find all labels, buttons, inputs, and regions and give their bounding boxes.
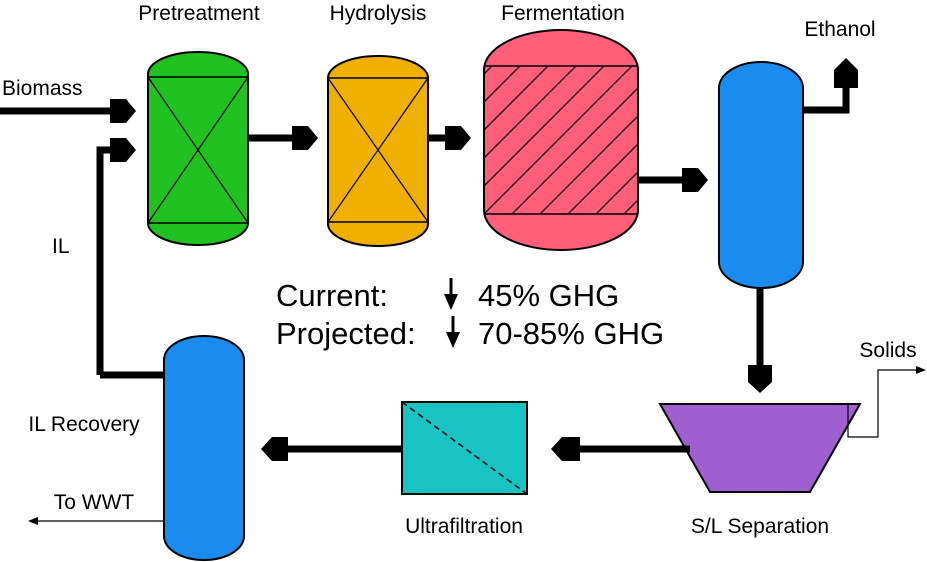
ghg-projected-arrow bbox=[446, 316, 460, 348]
separation-arrowhead bbox=[748, 365, 772, 393]
recovery-arrowhead bbox=[261, 437, 288, 461]
il-recycle-line bbox=[96, 146, 118, 375]
pretreatment-reactor bbox=[147, 51, 249, 246]
solids-label: Solids bbox=[859, 339, 916, 362]
ghg-current-value: 45% GHG bbox=[478, 278, 619, 313]
sl-separation-label: S/L Separation bbox=[691, 515, 829, 538]
sl-separation-unit bbox=[658, 403, 862, 493]
to-wwt-arrowhead bbox=[28, 517, 38, 525]
ultrafiltration-arrowhead bbox=[551, 437, 580, 461]
biomass-label: Biomass bbox=[2, 77, 83, 100]
distillation-column bbox=[718, 61, 804, 289]
il-arrowhead bbox=[110, 138, 136, 162]
ultrafiltration-unit bbox=[401, 401, 528, 495]
to-wwt-label: To WWT bbox=[54, 491, 135, 514]
fermentation-hatching bbox=[484, 66, 638, 214]
thin-arrowheads bbox=[28, 366, 926, 525]
pretreatment-label: Pretreatment bbox=[138, 2, 260, 25]
fermentation-tank bbox=[483, 29, 639, 251]
distillation-arrowhead bbox=[682, 168, 708, 192]
ultrafiltration-label: Ultrafiltration bbox=[405, 515, 523, 538]
ethanol-arrowhead bbox=[834, 58, 858, 88]
hydrolysis-reactor bbox=[327, 55, 429, 247]
il-recovery-column bbox=[163, 335, 245, 561]
hydrolysis-arrowhead bbox=[292, 126, 318, 150]
ethanol-line bbox=[803, 80, 850, 114]
il-recovery-label: IL Recovery bbox=[28, 413, 140, 436]
ghg-projected-label: Projected: bbox=[276, 316, 416, 351]
solids-arrowhead bbox=[916, 366, 926, 374]
ghg-current-arrow bbox=[444, 278, 458, 310]
ghg-projected-value: 70-85% GHG bbox=[478, 316, 664, 351]
fermentation-label: Fermentation bbox=[501, 2, 625, 25]
fermentation-arrowhead bbox=[445, 126, 471, 150]
ethanol-label: Ethanol bbox=[804, 18, 875, 41]
hydrolysis-label: Hydrolysis bbox=[330, 2, 427, 25]
arrowheads bbox=[110, 58, 858, 461]
biomass-arrowhead bbox=[110, 99, 136, 123]
ghg-current-label: Current: bbox=[276, 278, 388, 313]
thin-lines bbox=[36, 369, 918, 522]
il-label: IL bbox=[52, 235, 70, 258]
solids-line bbox=[847, 369, 918, 438]
